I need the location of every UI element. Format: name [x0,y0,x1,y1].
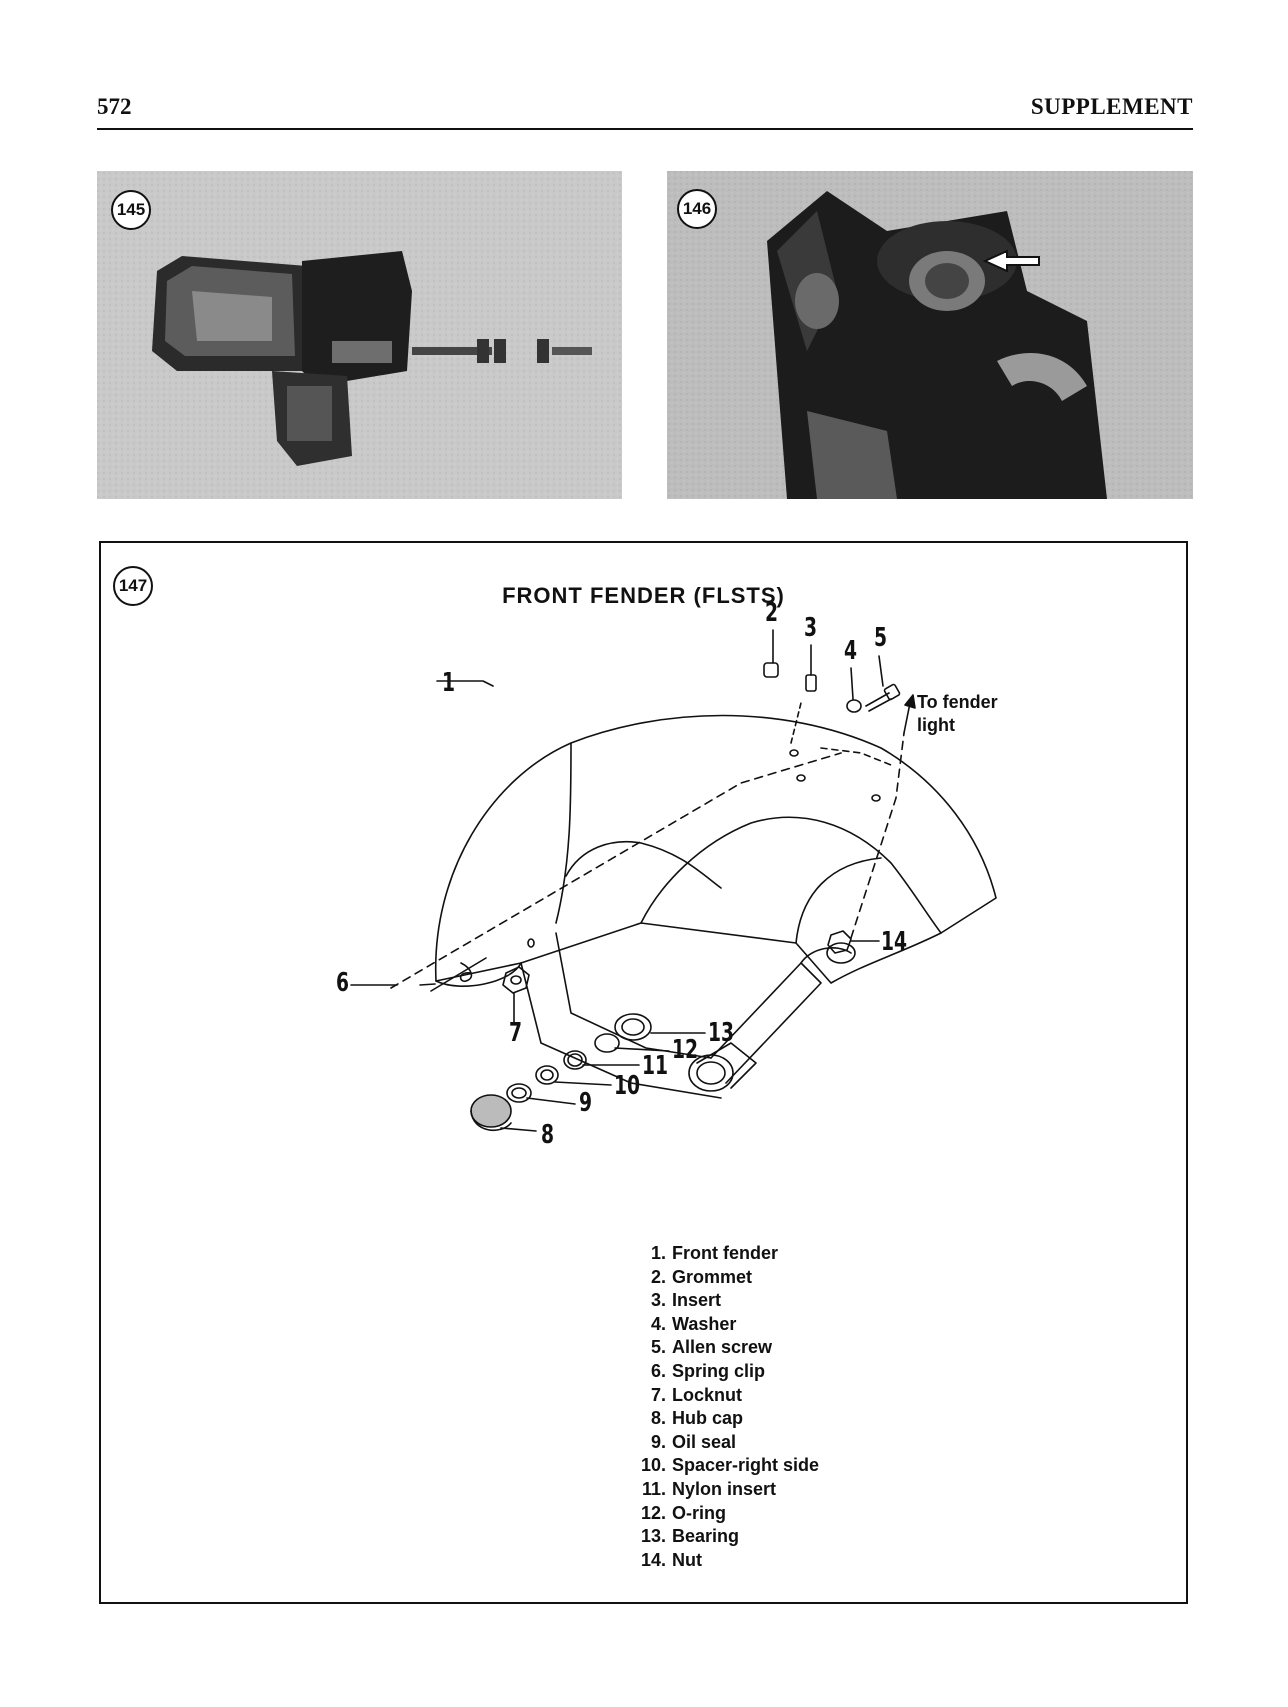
callout-10: 10 [614,1071,641,1101]
page-number: 572 [97,94,132,119]
legend-item-label: Insert [672,1290,722,1311]
photo-fork-bracket: 146 [667,171,1193,499]
photo-master-cylinder: 145 [97,171,622,499]
legend-item: 13. Bearing [626,1526,819,1550]
callout-6: 6 [336,968,350,998]
legend-item-number: 10. [640,1455,666,1476]
legend-item-label: Grommet [672,1266,753,1287]
legend-item: 6. Spring clip [626,1361,819,1385]
diagram-title: FRONT FENDER (FLSTS) [502,583,785,608]
front-fender-diagram: 147 FRONT FENDER (FLSTS) [99,541,1188,1604]
legend-item: 4. Washer [626,1314,819,1338]
legend-item-label: Front fender [672,1243,778,1263]
legend-item-label: Oil seal [672,1431,737,1452]
section-title: SUPPLEMENT [1030,94,1193,119]
legend-item-label: Nut [672,1549,702,1570]
callout-3: 3 [804,613,818,643]
legend-item: 7. Locknut [626,1385,819,1409]
callout-12: 12 [672,1035,699,1065]
legend-item: 8. Hub cap [626,1408,819,1432]
legend-item: 12. O-ring [626,1503,819,1527]
legend-item-label: Hub cap [672,1408,744,1429]
figure-147-badge: 147 [113,566,153,606]
legend-item-number: 5. [650,1337,666,1358]
legend-item: 2. Grommet [626,1267,819,1291]
legend-item-number: 11. [641,1478,666,1499]
callout-9: 9 [579,1088,593,1118]
legend-item: 14. Nut [626,1550,819,1574]
legend-item-number: 4. [650,1313,666,1334]
legend-item-label: Locknut [672,1384,742,1405]
callout-11: 11 [642,1051,669,1081]
page-header: 572 SUPPLEMENT [97,92,1193,130]
legend-item-label: Washer [672,1313,737,1334]
legend-item: 10. Spacer-right side [626,1455,819,1479]
legend-item-label: Allen screw [672,1337,773,1358]
legend-item-number: 13. [640,1526,666,1547]
parts-legend: 1. Front fender 2. Grommet 3. Insert 4. Washer 5… [626,1243,819,1573]
legend-item-number: 9. [650,1431,666,1452]
figure-145-badge: 145 [111,190,151,230]
legend-item-number: 7. [650,1384,666,1405]
legend-item: 9. Oil seal [626,1432,819,1456]
legend-item-label: Spring clip [672,1360,766,1381]
callout-2: 2 [765,598,779,628]
callout-7: 7 [509,1018,523,1048]
callout-8: 8 [541,1120,555,1150]
legend-item-label: Nylon insert [672,1478,777,1499]
legend-item: 3. Insert [626,1290,819,1314]
legend-item-number: 2. [650,1266,666,1287]
fender-light-note: To fender light [917,691,998,737]
figure-146-badge: 146 [677,189,717,229]
note-line-1: To fender [917,692,998,712]
legend-item-label: Spacer-right side [672,1455,820,1476]
legend-item-label: Bearing [672,1526,740,1547]
callout-13: 13 [708,1018,735,1048]
legend-item-number: 14. [640,1549,666,1570]
note-line-2: light [917,715,955,735]
exploded-view-drawing [350,629,997,1132]
legend-item-label: O-ring [672,1502,726,1523]
legend-item-number: 3. [650,1290,666,1311]
legend-item: 5. Allen screw [626,1337,819,1361]
legend-item: 11. Nylon insert [626,1479,819,1503]
legend-item: 1. Front fender [626,1243,819,1267]
callout-14: 14 [881,927,908,957]
callout-5: 5 [874,623,888,653]
legend-item-number: 12. [640,1502,666,1523]
legend-item-number: 8. [650,1408,666,1429]
legend-item-number: 1. [650,1243,666,1263]
callout-4: 4 [844,636,858,666]
legend-item-number: 6. [650,1360,666,1381]
callout-1: 1 [442,668,456,698]
